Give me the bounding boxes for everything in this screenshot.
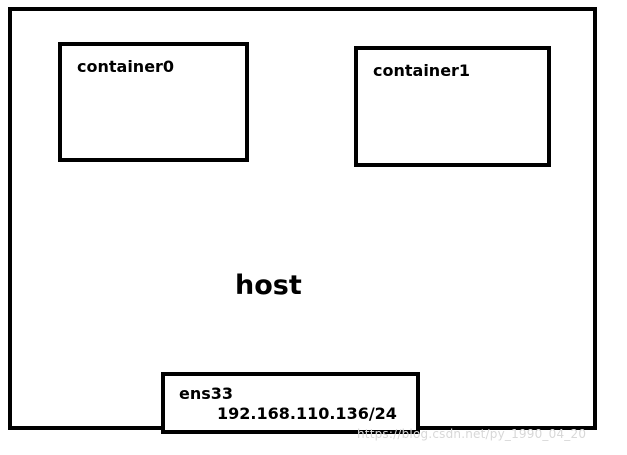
interface-ip-address: 192.168.110.136/24 — [217, 404, 397, 423]
watermark-url: https://blog.csdn.net/py_1990_04_20 — [357, 427, 587, 441]
ens33-interface-box: ens33 192.168.110.136/24 — [161, 372, 420, 434]
container0-label: container0 — [77, 57, 175, 76]
container1-box: container1 — [354, 46, 551, 167]
host-label: host — [235, 270, 302, 301]
container1-label: container1 — [373, 61, 471, 80]
container0-box: container0 — [58, 42, 249, 162]
interface-name: ens33 — [179, 384, 234, 403]
